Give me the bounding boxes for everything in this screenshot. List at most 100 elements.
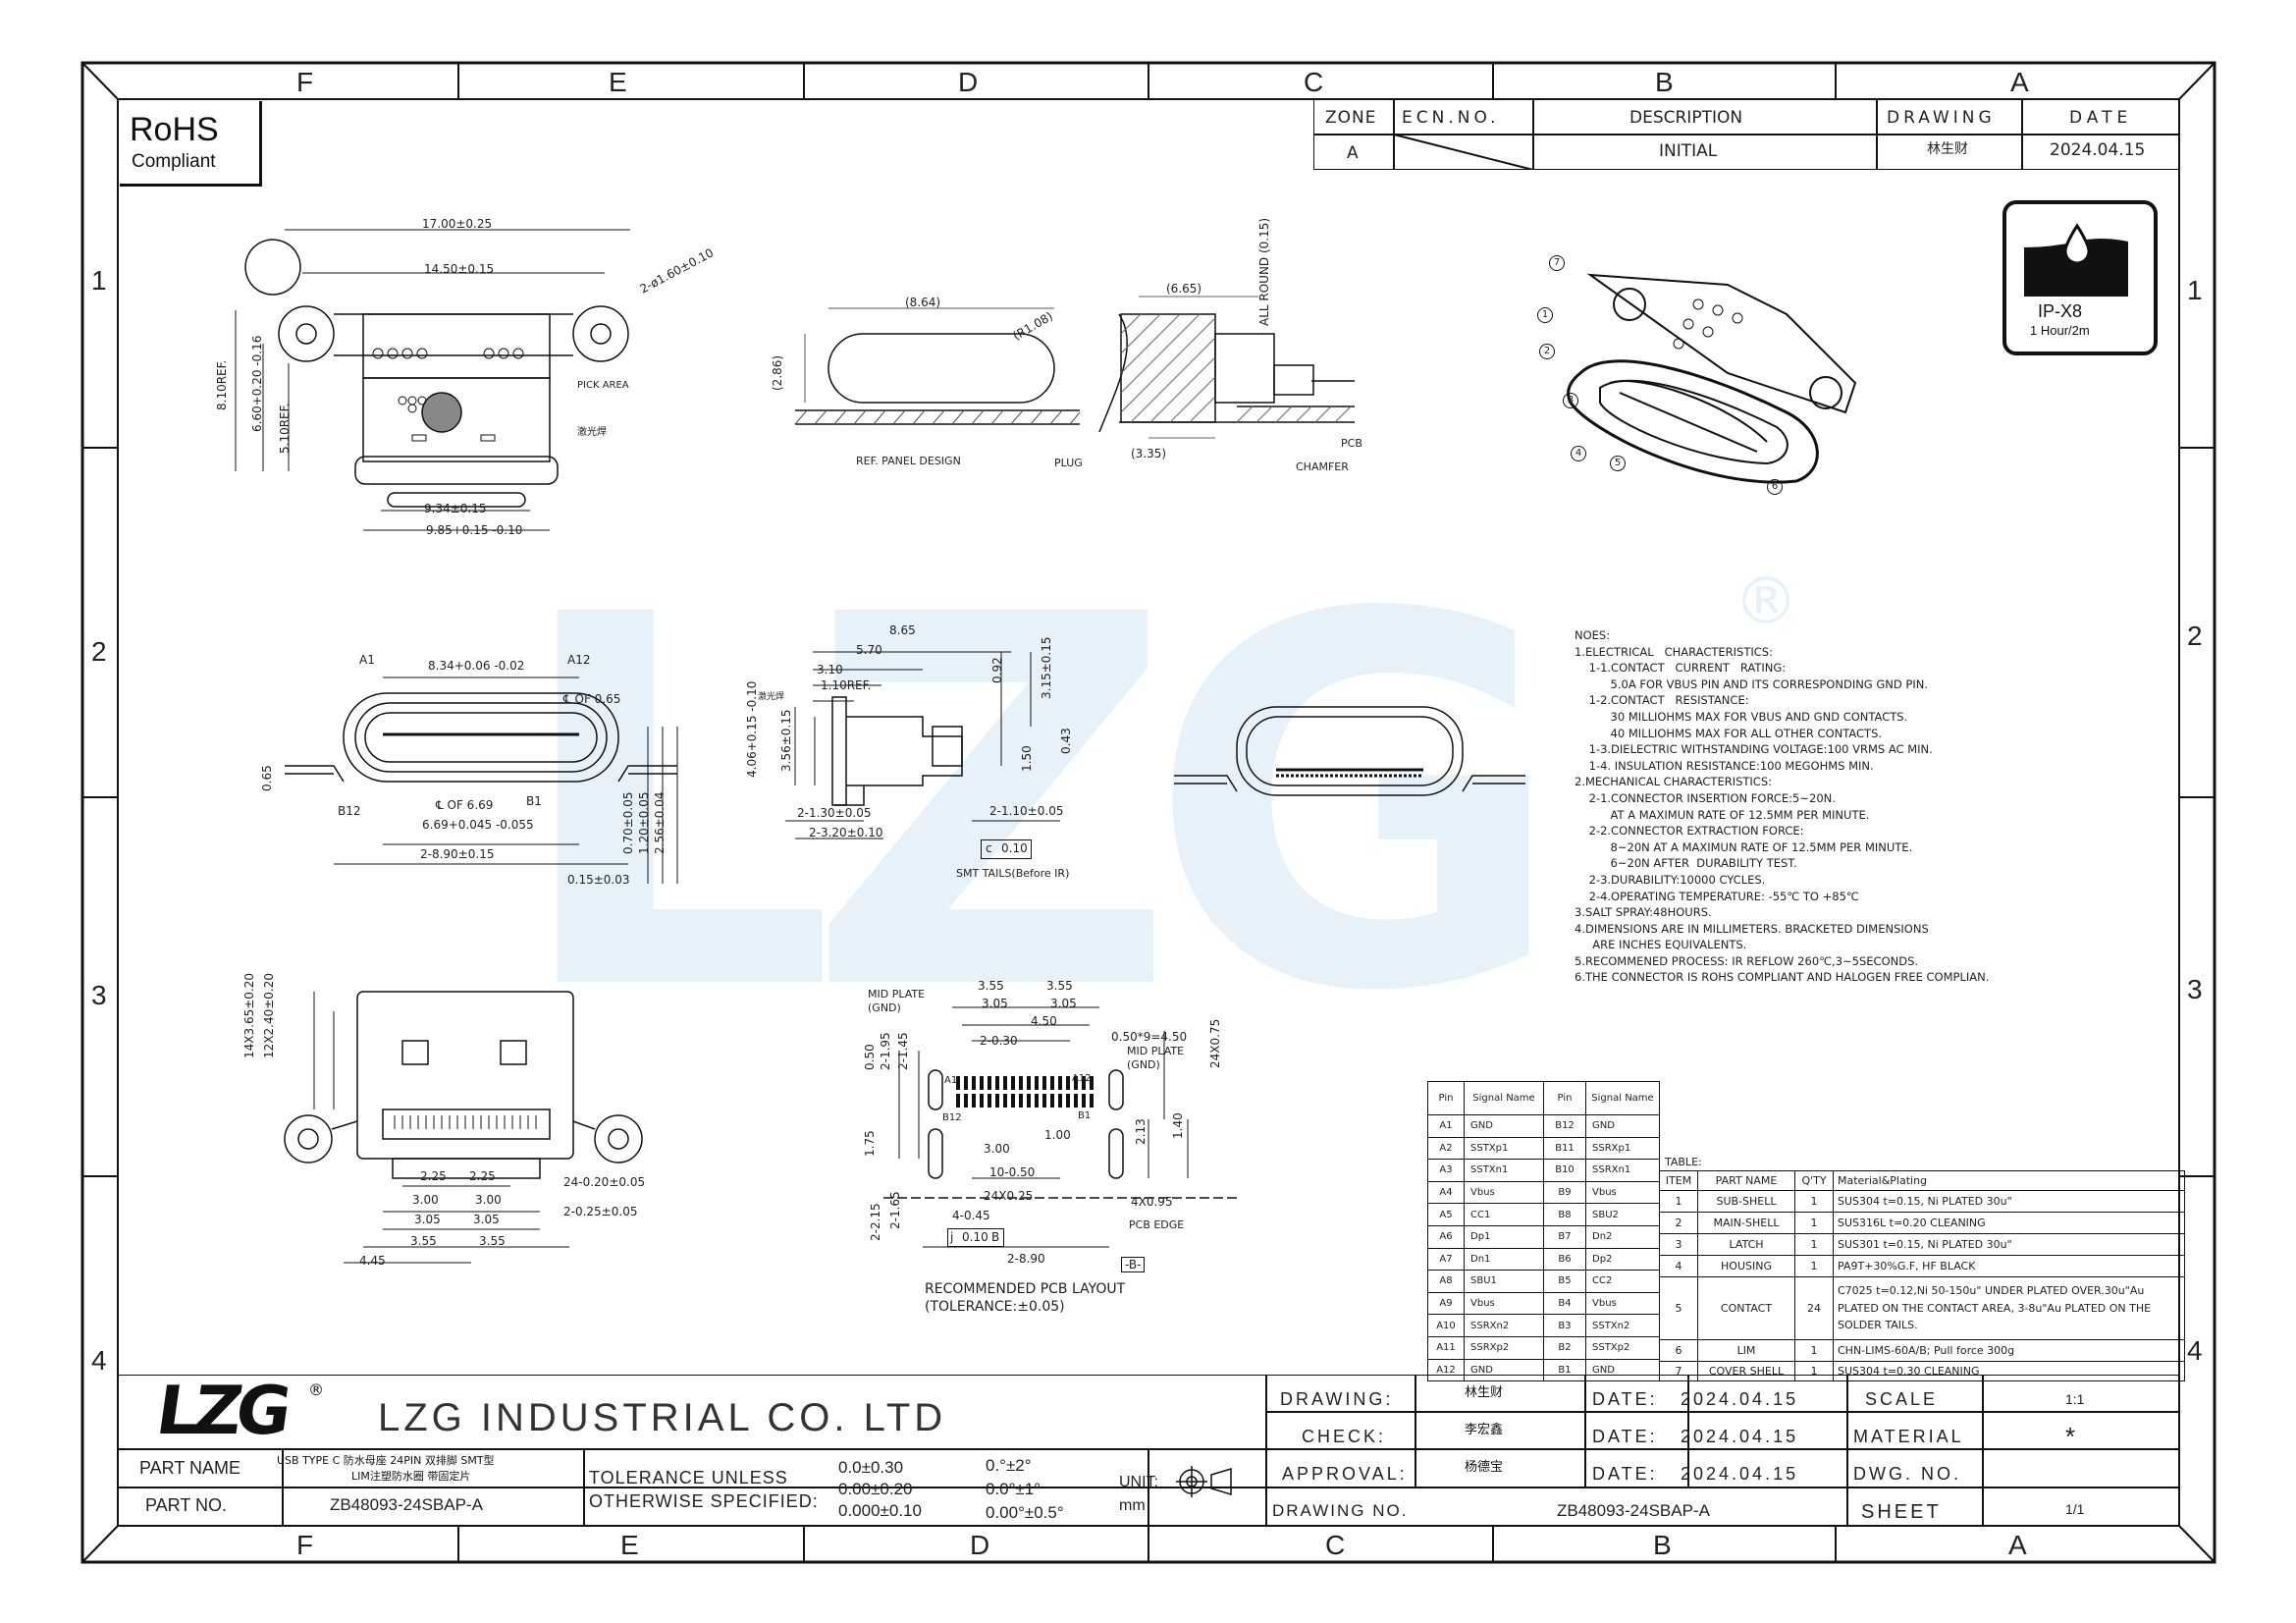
dim-label: 6.69+0.045 -0.055 xyxy=(422,818,534,832)
dim-label: 3.05 xyxy=(414,1213,441,1226)
dim-label: 8.65 xyxy=(889,623,916,637)
callout-pcb-edge: PCB EDGE xyxy=(1129,1218,1185,1231)
zone-letter-bottom: B xyxy=(1653,1530,1672,1560)
bom-cell: 1 xyxy=(1794,1233,1834,1256)
pin-table-header: Pin xyxy=(1543,1081,1586,1115)
approval-by: 杨德宝 xyxy=(1465,1460,1504,1475)
pin-cell: GND xyxy=(1464,1114,1544,1138)
pin-cell: B5 xyxy=(1543,1270,1586,1293)
note-line: 2-1.CONNECTOR INSERTION FORCE:5~20N. xyxy=(1575,790,1836,805)
pin-cell: B7 xyxy=(1543,1224,1586,1249)
note-line: 5.0A FOR VBUS PIN AND ITS CORRESPONDING … xyxy=(1575,676,1928,691)
pin-label-a1: A1 xyxy=(359,653,375,667)
note-line: 5.RECOMMENED PROCESS: IR REFLOW 260℃,3~5… xyxy=(1575,953,1919,968)
company-name: LZG INDUSTRIAL CO. LTD xyxy=(378,1396,947,1439)
bom-header: Material&Plating xyxy=(1833,1170,2185,1191)
tolerance-angular: 0.°±2° xyxy=(986,1456,1032,1475)
rev-header-zone: ZONE xyxy=(1325,108,1377,128)
pin-cell: B11 xyxy=(1543,1136,1586,1161)
dim-label: 3.00 xyxy=(984,1142,1010,1156)
dim-label: 0.43 xyxy=(1059,728,1073,754)
bom-cell: SUS304 t=0.15, Ni PLATED 30u" xyxy=(1833,1190,2185,1213)
scale-value: 1:1 xyxy=(2065,1391,2085,1407)
balloon: 5 xyxy=(1610,456,1626,471)
part-no-value: ZB48093-24SBAP-A xyxy=(330,1495,483,1514)
pin-cell: A7 xyxy=(1427,1247,1465,1271)
note-line: 4.DIMENSIONS ARE IN MILLIMETERS. BRACKET… xyxy=(1575,921,1929,936)
dim-label: 8.34+0.06 -0.02 xyxy=(428,659,525,673)
pin-cell: SSTXn1 xyxy=(1464,1159,1544,1182)
callout-laser-weld: 激光焊 xyxy=(577,427,607,438)
rohs-title: RoHS xyxy=(130,111,219,148)
bottom-view-drawing xyxy=(284,991,643,1264)
pin-cell: SSTXn2 xyxy=(1585,1314,1660,1337)
pin-cell: B6 xyxy=(1543,1247,1586,1271)
pin-cell: Dn2 xyxy=(1585,1224,1660,1249)
top-view-drawing xyxy=(235,229,630,531)
dim-label: (8.64) xyxy=(905,296,941,309)
rev-date-value: 2024.04.15 xyxy=(2050,140,2146,160)
callout-mid-plate-left: MID PLATE (GND) xyxy=(868,988,926,1015)
dim-label: 3.55 xyxy=(978,979,1004,993)
rohs-box xyxy=(120,101,262,187)
pin-cell: SSRXp1 xyxy=(1585,1136,1660,1161)
dim-label: 2-1.10±0.05 xyxy=(989,804,1064,818)
zone-letter-bottom: D xyxy=(970,1530,990,1560)
zone-letter-top: D xyxy=(958,67,979,97)
pin-cell: CC2 xyxy=(1585,1270,1660,1293)
sheet-label: SHEET xyxy=(1861,1501,1942,1523)
dim-label: 4.50 xyxy=(1031,1014,1057,1028)
dim-label: 2-1.95 xyxy=(879,1032,892,1070)
drawing-by: 林生财 xyxy=(1465,1385,1504,1400)
projection-symbol-icon xyxy=(1176,1466,1232,1497)
dim-label: 4.45 xyxy=(359,1254,386,1268)
callout-pick-area: PICK AREA xyxy=(577,380,629,391)
dim-label: 9.34±0.15 xyxy=(424,502,487,515)
dim-label: 3.00 xyxy=(475,1193,502,1207)
pin-cell: Dp2 xyxy=(1585,1247,1660,1271)
date-label: DATE: xyxy=(1592,1389,1658,1409)
front-view-drawing xyxy=(285,676,678,884)
balloon: 4 xyxy=(1571,446,1586,461)
pcb-layout-drawing xyxy=(883,1006,1237,1248)
dim-label: 24X0.25 xyxy=(984,1189,1034,1203)
dim-label: 2-1.30±0.05 xyxy=(797,806,872,820)
zone-letter-top: F xyxy=(296,67,314,97)
dim-label: 3.05 xyxy=(982,997,1008,1010)
zone-number-left: 2 xyxy=(91,636,107,667)
drawing-no-label: DRAWING NO. xyxy=(1272,1501,1409,1520)
dim-label: 2-8.90 xyxy=(1007,1252,1045,1266)
pin-cell: GND xyxy=(1585,1114,1660,1138)
dim-label: 1.20±0.05 xyxy=(637,791,651,855)
bom-cell: 6 xyxy=(1659,1339,1698,1362)
part-no-label: PART NO. xyxy=(145,1495,228,1515)
pin-cell: A1 xyxy=(1427,1114,1465,1138)
bom-cell: LIM xyxy=(1697,1339,1795,1362)
bom-cell: 4 xyxy=(1659,1255,1698,1277)
note-line: 2-2.CONNECTOR EXTRACTION FORCE: xyxy=(1575,824,1804,839)
dim-label: 1.00 xyxy=(1044,1128,1071,1142)
callout-plug: PLUG xyxy=(1054,457,1083,469)
dim-label: 2-1.45 xyxy=(896,1032,910,1070)
note-line: 1.ELECTRICAL CHARACTERISTICS: xyxy=(1575,644,1773,659)
zone-number-right: 3 xyxy=(2187,974,2203,1004)
pin-cell: Vbus xyxy=(1585,1180,1660,1205)
dim-label: 17.00±0.25 xyxy=(422,217,493,231)
pin-cell: B8 xyxy=(1543,1203,1586,1226)
note-line: AT A MAXIMUN RATE OF 12.5MM PER MINUTE. xyxy=(1575,807,1870,822)
callout-chamfer: CHAMFER xyxy=(1296,460,1349,473)
callout-smt-tails: SMT TAILS(Before IR) xyxy=(956,867,1070,880)
dim-label: ℄ OF 0.65 xyxy=(563,692,621,706)
dim-label: 2.25 xyxy=(469,1169,496,1183)
position-frame xyxy=(947,1228,1004,1247)
note-line: 2-4.OPERATING TEMPERATURE: -55℃ TO +85℃ xyxy=(1575,889,1859,903)
dwg-no-label: DWG. NO. xyxy=(1853,1464,1961,1484)
view-caption: REF. PANEL DESIGN xyxy=(856,455,961,467)
bom-cell: SUB-SHELL xyxy=(1697,1190,1795,1213)
panel-design-drawing xyxy=(794,307,1081,425)
note-line: 1-3.DIELECTRIC WITHSTANDING VOLTAGE:100 … xyxy=(1575,742,1933,757)
dim-label: 3.10 xyxy=(817,663,843,676)
dim-label: (6.65) xyxy=(1166,282,1202,296)
